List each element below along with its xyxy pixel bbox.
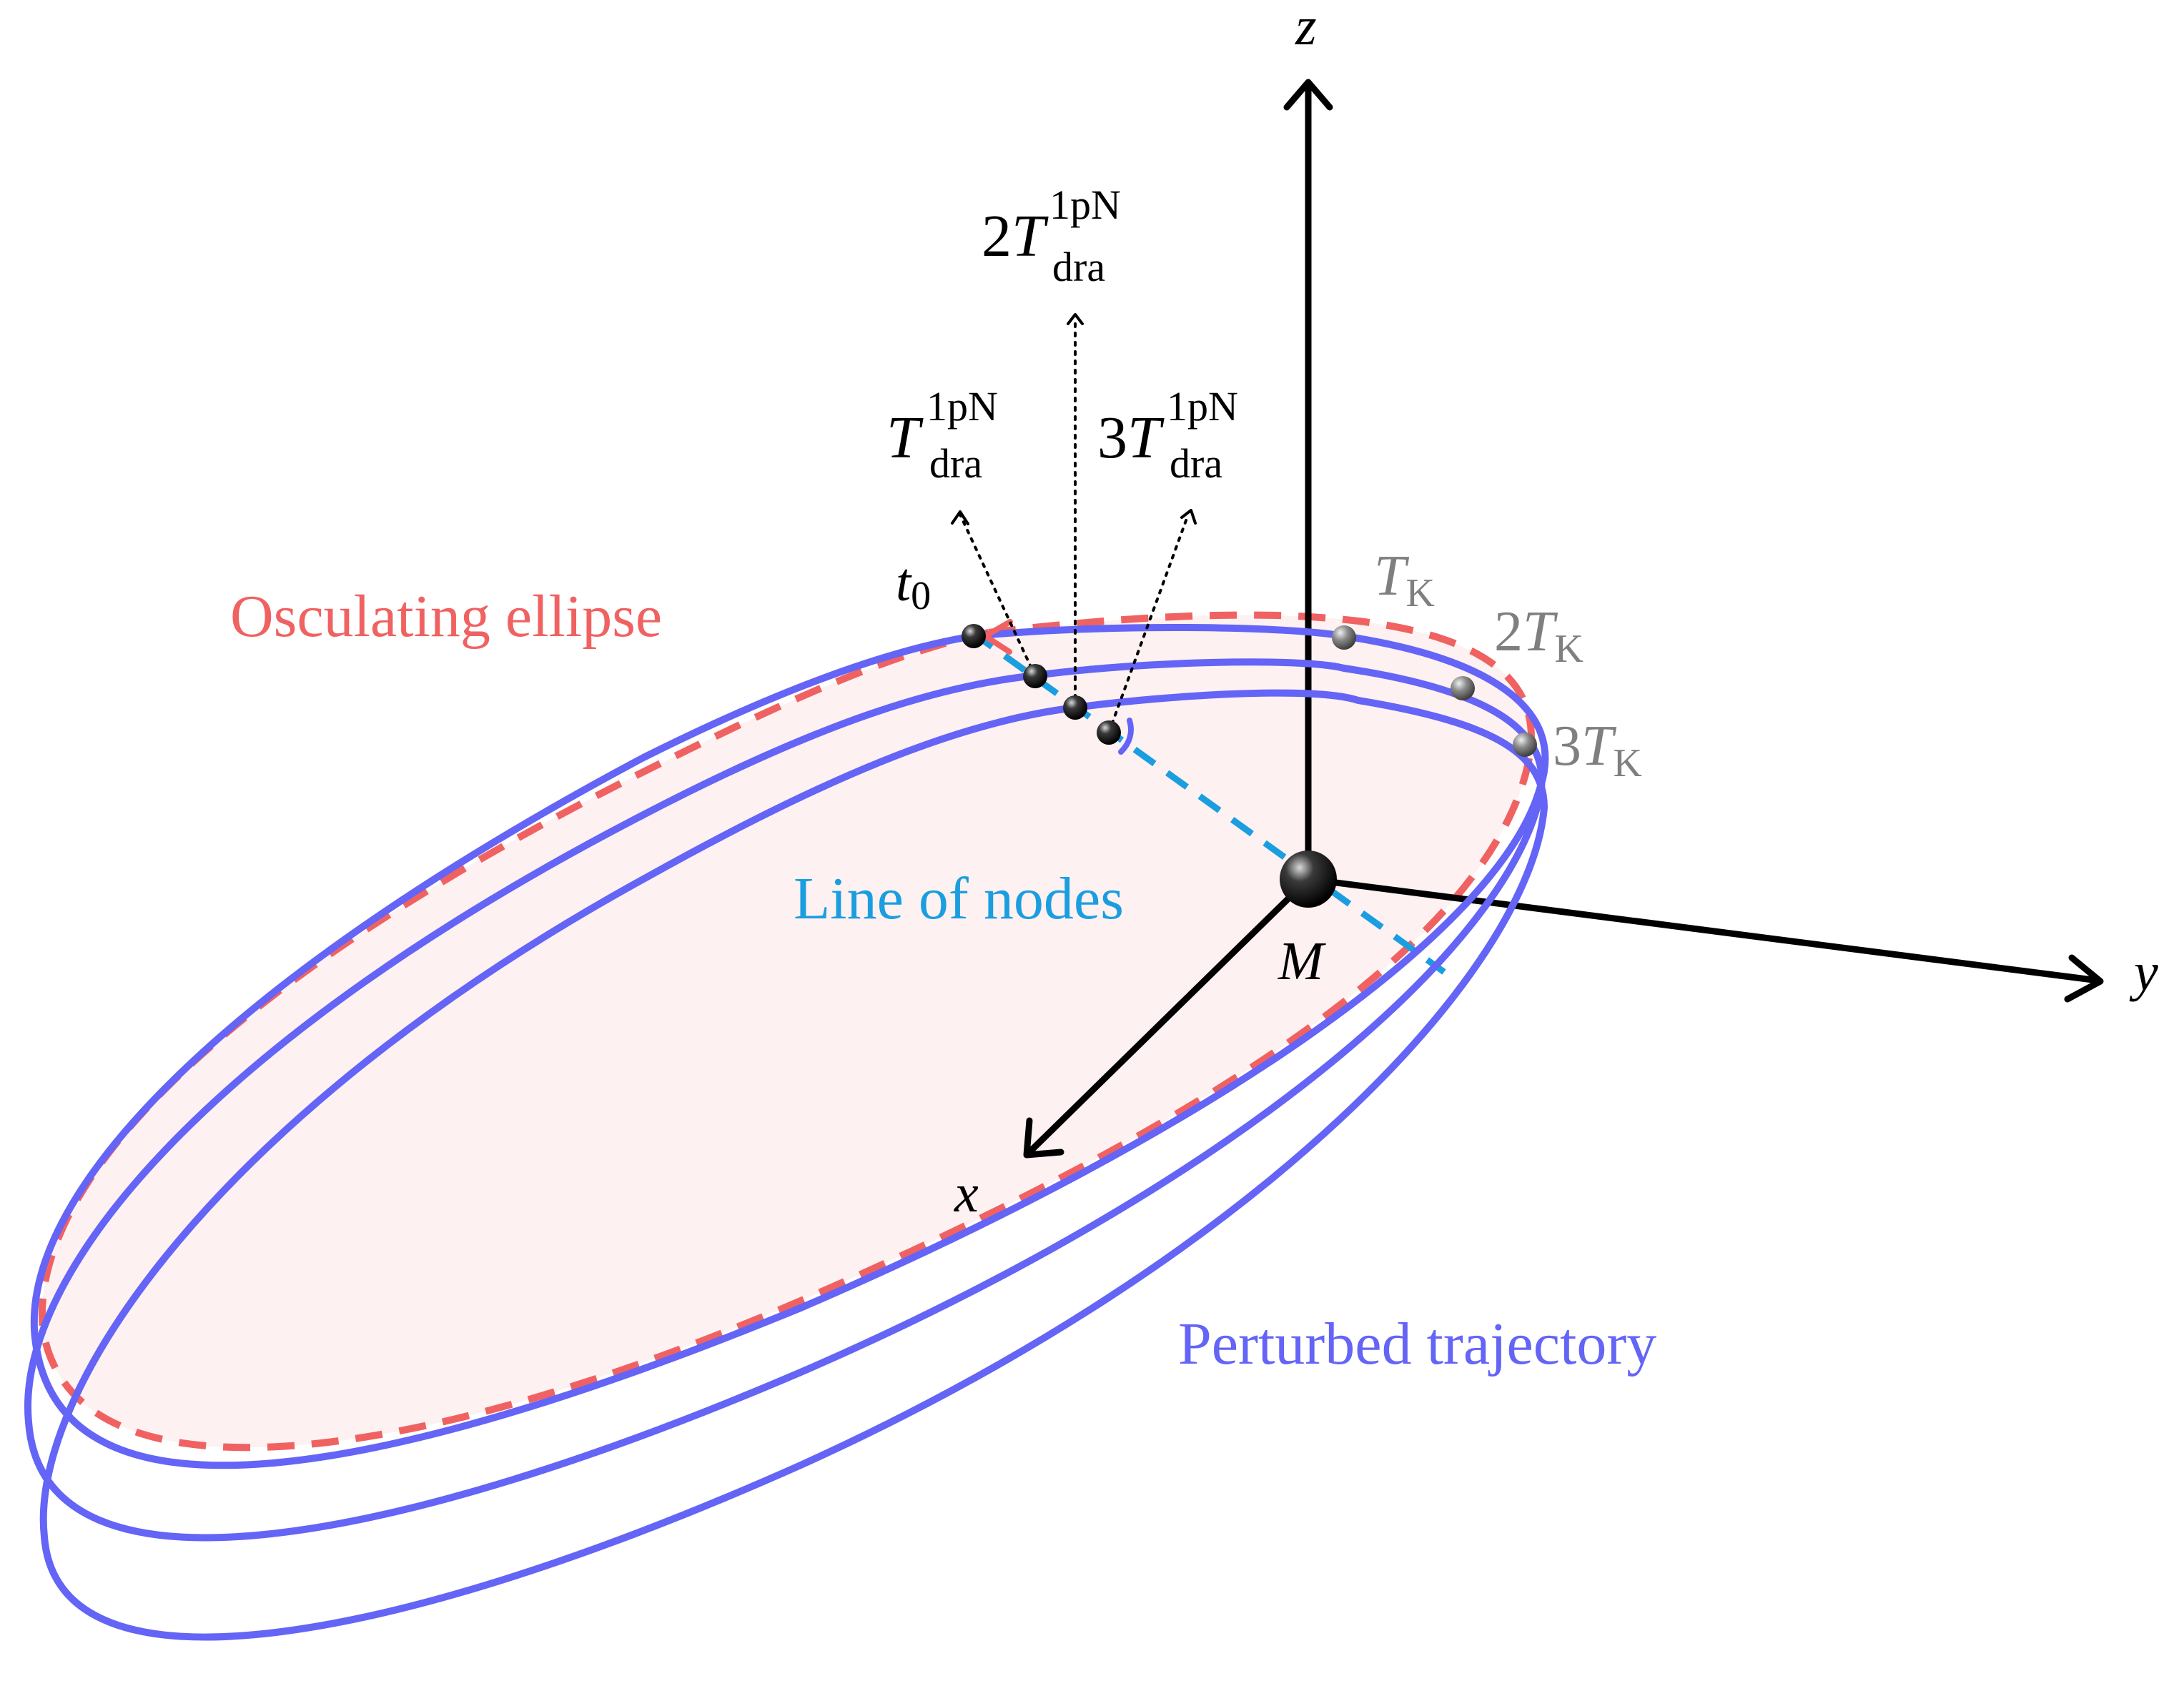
draconitic-period-1-symbol: T bbox=[886, 405, 924, 471]
orbit-points bbox=[962, 624, 1537, 757]
kepler-period-1-symbol: T bbox=[1374, 545, 1410, 607]
draconitic-period-3-symbol: T bbox=[1127, 405, 1165, 471]
central-mass bbox=[1280, 850, 1337, 908]
x-axis-line bbox=[1026, 876, 1312, 1156]
mass-label: M bbox=[1278, 931, 1326, 991]
start-time-subscript: 0 bbox=[911, 574, 931, 618]
pointer-arrowhead-2 bbox=[1067, 313, 1084, 325]
kepler-period-2-coef: 2 bbox=[1494, 600, 1523, 663]
draconitic-period-1-main: T bbox=[886, 405, 924, 471]
osculating-ellipse bbox=[38, 611, 1535, 1452]
draconitic-period-3-main: 3T bbox=[1097, 405, 1165, 471]
trajectory-loop-2 bbox=[24, 658, 1546, 1542]
kepler-period-2-symbol: T bbox=[1523, 600, 1558, 663]
line-of-nodes bbox=[970, 630, 1446, 975]
kepler-period-3-subscript: K bbox=[1614, 741, 1642, 785]
pointer-to-t-dra-1 bbox=[959, 513, 1037, 678]
draconitic-period-1-subscript: dra bbox=[929, 440, 982, 487]
kepler-period-label-3: 3TK bbox=[1553, 715, 1642, 785]
kepler-period-3-symbol: T bbox=[1581, 715, 1617, 778]
draconitic-period-1-superscript: 1pN bbox=[927, 383, 998, 430]
draconitic-period-2-symbol: T bbox=[1012, 203, 1049, 269]
x-axis-label: x bbox=[954, 1164, 979, 1224]
pointer-arrowhead-3 bbox=[1180, 509, 1197, 525]
draconitic-period-2-coef: 2 bbox=[982, 203, 1012, 269]
draconitic-period-3-coef: 3 bbox=[1097, 405, 1127, 471]
coordinate-axes bbox=[1023, 79, 2104, 1159]
draconitic-period-2-subscript: dra bbox=[1052, 244, 1105, 290]
point-t-dra-2 bbox=[1063, 695, 1087, 720]
pointer-arrowhead-1 bbox=[951, 510, 969, 525]
perturbed-trajectory-label: Perturbed trajectory bbox=[1178, 1311, 1656, 1377]
line-of-nodes-label: Line of nodes bbox=[794, 866, 1124, 932]
z-axis-arrowhead bbox=[1283, 79, 1333, 111]
y-axis-line bbox=[1305, 876, 2102, 984]
start-time-label: t0 bbox=[896, 552, 931, 618]
draconitic-period-2-superscript: 1pN bbox=[1049, 182, 1121, 228]
pointer-arrowheads bbox=[951, 313, 1197, 525]
pointer-to-t-dra-3 bbox=[1107, 513, 1190, 734]
point-t0 bbox=[962, 624, 986, 648]
draconitic-pointers bbox=[959, 318, 1190, 734]
draconitic-period-3-subscript: dra bbox=[1170, 440, 1222, 487]
perturbed-trajectory bbox=[24, 623, 1549, 1641]
start-time-symbol: t bbox=[896, 552, 912, 613]
draconitic-period-2-main: 2T bbox=[982, 203, 1049, 269]
z-axis-label: z bbox=[1295, 0, 1317, 56]
kepler-period-3-coef: 3 bbox=[1553, 715, 1581, 778]
kepler-period-label-2: 2TK bbox=[1494, 600, 1583, 671]
point-t-k-3 bbox=[1513, 733, 1537, 757]
y-axis-arrowhead bbox=[2064, 954, 2104, 1003]
trajectory-loop-1 bbox=[30, 623, 1549, 1469]
x-axis-arrowhead bbox=[1023, 1117, 1064, 1159]
point-t-dra-1 bbox=[1023, 664, 1047, 688]
kepler-period-1-subscript: K bbox=[1406, 571, 1435, 615]
y-axis-label: y bbox=[2129, 942, 2158, 1002]
trajectory-loop-3 bbox=[39, 689, 1548, 1641]
point-t-dra-3 bbox=[1097, 720, 1121, 745]
osculating-ellipse-fill bbox=[41, 615, 1531, 1448]
draconitic-period-3-superscript: 1pN bbox=[1167, 383, 1238, 430]
kepler-period-2-subscript: K bbox=[1555, 627, 1583, 671]
osculating-ellipse-outline bbox=[38, 611, 1535, 1452]
osculating-ellipse-label: Osculating ellipse bbox=[230, 583, 662, 650]
kepler-period-label-1: TK bbox=[1374, 545, 1435, 615]
point-t-k-1 bbox=[1332, 625, 1356, 650]
point-t-k-2 bbox=[1451, 676, 1475, 700]
trajectory-end-arrowhead bbox=[1118, 718, 1134, 755]
